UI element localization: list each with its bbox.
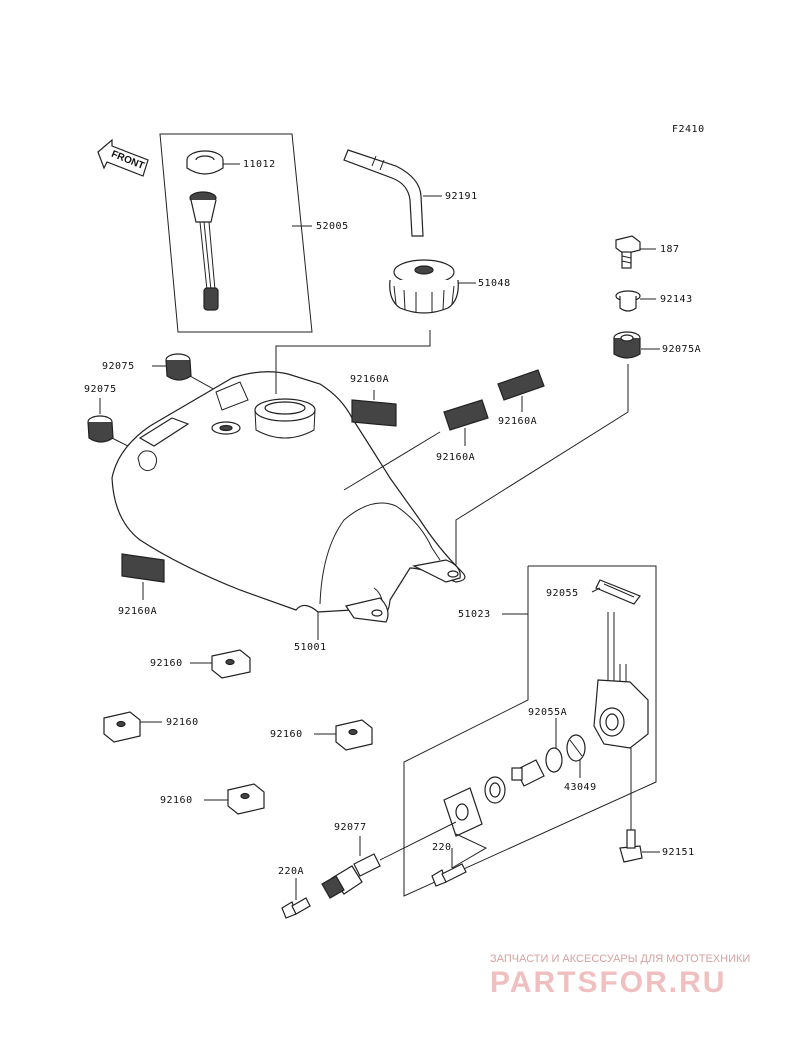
label-92160A-3: 92160A bbox=[436, 452, 475, 463]
watermark-brand: PARTSFOR.RU bbox=[490, 966, 726, 999]
label-92055A: 92055A bbox=[528, 707, 567, 718]
bolt-187 bbox=[615, 235, 656, 269]
grommet-92075-upper bbox=[152, 353, 227, 397]
figure-code: F2410 bbox=[672, 124, 705, 135]
label-92151: 92151 bbox=[662, 847, 695, 858]
pad-92160A-1 bbox=[351, 390, 397, 427]
fuel-cap bbox=[389, 259, 476, 314]
watermark: ЗАПЧАСТИ И АКСЕССУАРЫ ДЛЯ МОТОТЕХНИКИ PA… bbox=[490, 953, 750, 999]
label-220: 220 bbox=[432, 842, 452, 853]
clip-92160-3 bbox=[314, 719, 373, 751]
label-51001: 51001 bbox=[294, 642, 327, 653]
pad-92160A-3 bbox=[443, 399, 489, 446]
label-92160-2: 92160 bbox=[166, 717, 199, 728]
label-92075-upper: 92075 bbox=[102, 361, 135, 372]
label-51023: 51023 bbox=[458, 609, 491, 620]
label-92160-3: 92160 bbox=[270, 729, 303, 740]
label-92160-4: 92160 bbox=[160, 795, 193, 806]
label-92143: 92143 bbox=[660, 294, 693, 305]
clip-92160-1 bbox=[190, 649, 251, 679]
label-187: 187 bbox=[660, 244, 680, 255]
collar-92143 bbox=[615, 290, 656, 312]
front-arrow: FRONT bbox=[97, 138, 149, 177]
label-43049: 43049 bbox=[564, 782, 597, 793]
label-92055: 92055 bbox=[546, 588, 579, 599]
fuel-gauge-assembly bbox=[159, 133, 313, 333]
fuel-tank bbox=[111, 330, 466, 640]
label-51048: 51048 bbox=[478, 278, 511, 289]
watermark-tagline: ЗАПЧАСТИ И АКСЕССУАРЫ ДЛЯ МОТОТЕХНИКИ bbox=[490, 953, 750, 965]
label-92075-lower: 92075 bbox=[84, 384, 117, 395]
label-92160A-4: 92160A bbox=[118, 606, 157, 617]
grommet-92075A bbox=[455, 331, 660, 574]
clip-92160-4 bbox=[204, 783, 265, 815]
label-92075A: 92075A bbox=[662, 344, 701, 355]
label-92077: 92077 bbox=[334, 822, 367, 833]
label-92191: 92191 bbox=[445, 191, 478, 202]
label-92160A-1: 92160A bbox=[350, 374, 389, 385]
label-220A: 220A bbox=[278, 866, 304, 877]
breather-hose bbox=[343, 149, 442, 237]
label-92160-1: 92160 bbox=[150, 658, 183, 669]
label-92160A-2: 92160A bbox=[498, 416, 537, 427]
grommet-92075-lower bbox=[87, 398, 129, 447]
label-52005: 52005 bbox=[316, 221, 349, 232]
pad-92160A-2 bbox=[497, 369, 545, 412]
clip-92160-2 bbox=[103, 711, 162, 743]
pad-92160A-4 bbox=[121, 553, 165, 600]
fuel-cock-assembly bbox=[281, 565, 660, 919]
label-11012: 11012 bbox=[243, 159, 276, 170]
